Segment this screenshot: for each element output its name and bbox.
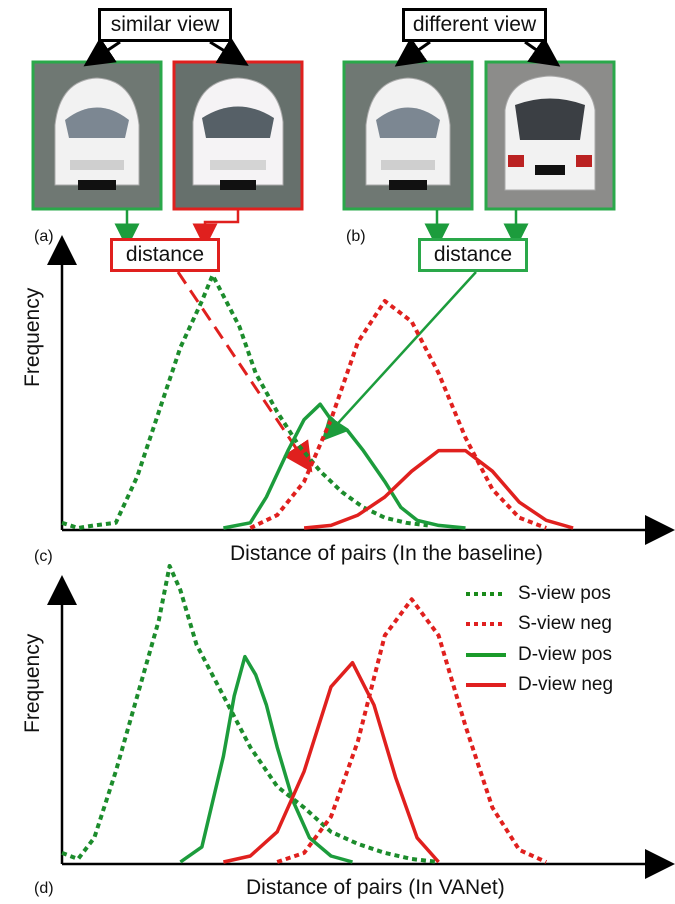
- chart-c-ylabel: Frequency: [21, 287, 44, 387]
- chart-d-ylabel: Frequency: [21, 633, 44, 733]
- distance-box-a: distance: [110, 238, 220, 272]
- series-line-s-view-pos: [61, 564, 439, 864]
- legend-item: D-view neg: [466, 674, 613, 696]
- chart-d-tag: (d): [34, 880, 54, 897]
- chart-d-curves: [61, 564, 548, 864]
- chart-c-tag: (c): [34, 548, 53, 565]
- legend-label: S-view pos: [518, 583, 611, 604]
- series-line-s-view-pos: [61, 273, 429, 530]
- series-line-s-view-neg: [249, 299, 547, 530]
- legend-swatch: [466, 622, 506, 626]
- car-photo-a2: [172, 60, 304, 211]
- legend-item: S-view neg: [466, 613, 612, 635]
- legend-item: S-view pos: [466, 583, 611, 605]
- chart-c-curves: [61, 273, 574, 530]
- similar-view-box: similar view: [98, 8, 232, 42]
- car-photo-b1: [342, 60, 474, 211]
- legend-swatch: [466, 653, 506, 657]
- series-line-s-view-neg: [276, 597, 548, 864]
- tag-b: (b): [346, 228, 366, 245]
- series-line-d-view-neg: [223, 660, 440, 864]
- distance-box-b: distance: [418, 238, 528, 272]
- car-photo-b2: [484, 60, 616, 211]
- chart-d-xlabel: Distance of pairs (In VANet): [246, 876, 505, 899]
- legend-item: D-view pos: [466, 644, 612, 666]
- legend-label: D-view neg: [518, 674, 614, 695]
- series-line-d-view-neg: [303, 448, 574, 530]
- series-line-d-view-pos: [179, 654, 353, 864]
- legend-swatch: [466, 592, 506, 596]
- car-photo-a1: [31, 60, 163, 211]
- legend-label: S-view neg: [518, 613, 612, 634]
- legend-label: D-view pos: [518, 644, 612, 665]
- legend-swatch: [466, 683, 506, 687]
- tag-a: (a): [34, 228, 54, 245]
- series-line-d-view-pos: [223, 402, 466, 530]
- chart-c-xlabel: Distance of pairs (In the baseline): [230, 542, 543, 565]
- different-view-box: different view: [402, 8, 547, 42]
